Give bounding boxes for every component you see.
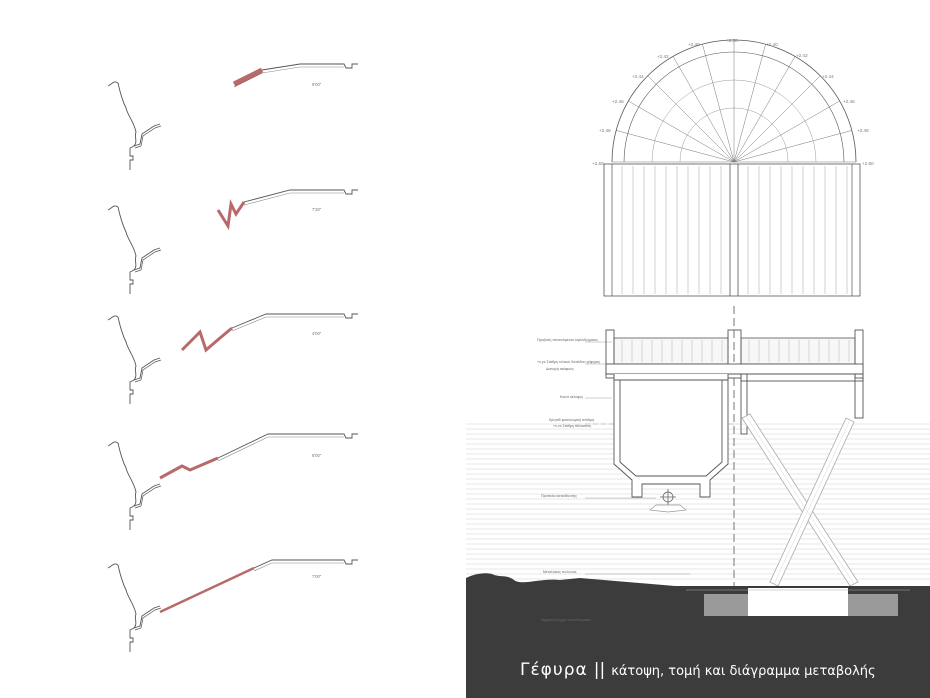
- annotation-railing: Προβολή πτυσσόμενου κιγκλιδώματος: [537, 338, 598, 342]
- level-label: +2.46: [843, 99, 855, 104]
- plan-view: [603, 39, 861, 297]
- sequence-panel-4: 6'00": [107, 433, 358, 531]
- level-label: +2.38: [726, 38, 738, 43]
- panel-1-time: 9'00": [312, 82, 322, 87]
- annotation-propeller: Προπέλα κατεύθυνσης: [541, 494, 577, 498]
- level-label: +2.48: [599, 128, 611, 133]
- level-label: +2.48: [857, 128, 869, 133]
- level-label: +2.44: [632, 74, 644, 79]
- annotation-control-machine: Μηχανή ελέγχου κιγκλιδώματος: [541, 618, 591, 622]
- sequence-panel-1: 9'00": [107, 63, 358, 171]
- level-label: +2.50: [862, 161, 874, 166]
- plan-level-labels: +2.50 +2.48 +2.46 +2.44 +2.42 +2.40 +2.3…: [592, 38, 874, 166]
- section-annotations: Προβολή πτυσσόμενου κιγκλιδώματος +x.yz …: [537, 338, 600, 622]
- annotation-pylon: Μεταλλικός πυλώνας: [543, 570, 577, 574]
- caption: Γέφυρα|| κάτοψη, τομή και διάγραμμα μεταβ…: [520, 660, 876, 680]
- annotation-sea-level: +x.xx Στάθμη θάλασσας: [553, 424, 591, 428]
- level-label: +2.42: [657, 54, 669, 59]
- level-label: +2.50: [592, 161, 604, 166]
- propeller-icon: [649, 489, 687, 513]
- sequence-panel-2: 7'30": [107, 189, 358, 295]
- level-label: +2.40: [688, 42, 700, 47]
- level-label: +2.46: [612, 99, 624, 104]
- annotation-hull-section: Διατομή σκάφους: [546, 367, 574, 371]
- panel-3-time: 4'00": [312, 331, 322, 336]
- caption-subtitle: κάτοψη, τομή και διάγραμμα μεταβολής: [611, 664, 876, 679]
- level-label: +2.40: [766, 42, 778, 47]
- sequence-panel-5: 7'00": [107, 559, 358, 653]
- sequence-panel-3: 4'00": [107, 313, 358, 405]
- panel-4-time: 6'00": [312, 453, 322, 458]
- section-view: [466, 306, 930, 698]
- caption-separator: ||: [593, 660, 606, 680]
- caption-title: Γέφυρα: [520, 660, 588, 680]
- sequence-diagrams: 9'00" 7'30" 4'00" 6'00": [107, 63, 358, 653]
- annotation-deck-level: +x.yz Στάθμη τελικού δαπέδου γέφυρας: [537, 360, 600, 364]
- panel-5-time: 7'00": [312, 574, 322, 579]
- level-label: +2.42: [796, 53, 808, 58]
- level-label: +2.44: [822, 74, 834, 79]
- annotation-normal-level: Κρηπίδ φυσιολογική στάθμη: [549, 418, 594, 422]
- annotation-shell: Κοινό κέλυφος: [560, 395, 583, 399]
- panel-2-time: 7'30": [312, 207, 322, 212]
